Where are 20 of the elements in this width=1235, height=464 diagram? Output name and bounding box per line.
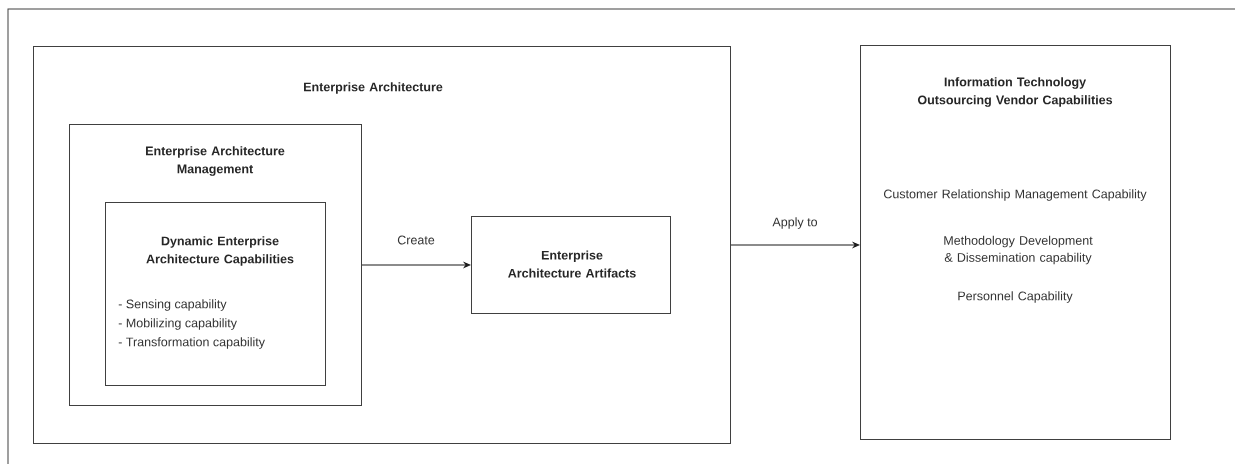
box	[33, 46, 731, 444]
edge-label: Apply to	[771, 216, 819, 230]
heading: Enterprise Architecture	[304, 82, 443, 94]
list-item: - Sensing capability	[118, 299, 227, 311]
box	[860, 45, 1171, 440]
capability-text: Methodology Development & Dissemination capability	[944, 235, 1093, 265]
edge-label: Create	[396, 234, 436, 246]
capability-text: Personnel Capability	[958, 291, 1073, 303]
box	[69, 124, 362, 406]
heading: Enterprise Architecture Management	[146, 146, 285, 176]
list-item: - Mobilizing capability	[118, 318, 237, 330]
capability-text: Customer Relationship Management Capability	[883, 189, 1147, 201]
heading: Dynamic Enterprise Architecture Capabilities	[146, 236, 294, 266]
box	[471, 216, 671, 314]
arrow	[361, 262, 471, 268]
heading: Information Technology Outsourcing Vendor Capabilities	[917, 77, 1113, 107]
heading: Enterprise Architecture Artifacts	[508, 250, 636, 278]
arrow	[730, 242, 860, 248]
box	[105, 202, 326, 386]
list-item: - Transformation capability	[118, 337, 265, 349]
